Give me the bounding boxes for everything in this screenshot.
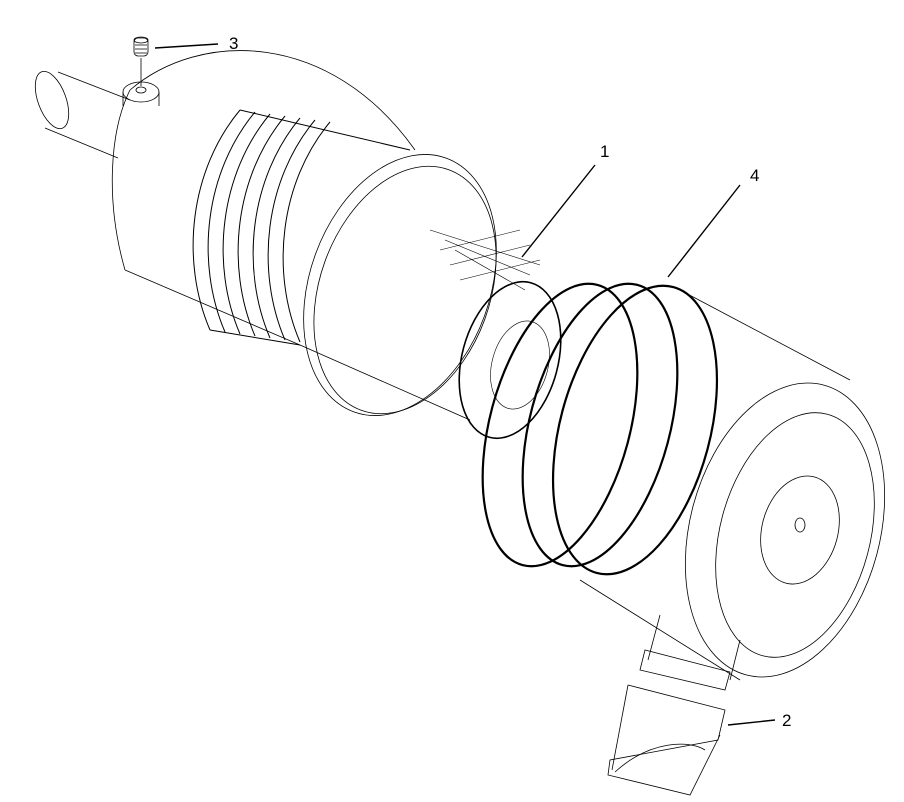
sleeve-ring [303,154,497,416]
callout-4: 4 [750,166,760,185]
end-cover [579,289,886,681]
set-screw [133,36,149,57]
screw-boss [122,58,160,106]
filter-element [429,229,562,440]
leader-lines [154,43,776,726]
housing-body [111,50,471,421]
callout-2: 2 [782,711,792,730]
callout-1: 1 [600,142,610,161]
callout-3: 3 [229,34,239,53]
inlet-tube [34,71,131,159]
seal-rings [481,282,719,576]
outlet-spout [607,614,741,796]
threaded-section [192,109,411,346]
